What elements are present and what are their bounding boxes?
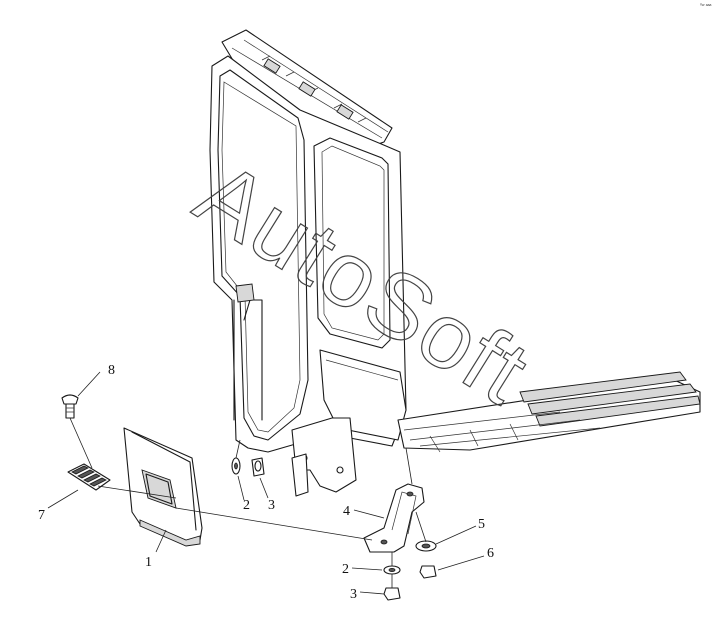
floor-rails xyxy=(397,371,701,453)
bracket-part xyxy=(363,483,425,553)
callout-label: 4 xyxy=(343,504,350,519)
callout-label: 6 xyxy=(487,546,494,561)
callout-label: 2 xyxy=(243,498,250,513)
callout-label: 3 xyxy=(268,498,275,513)
step-plate-part xyxy=(67,463,111,491)
callout-label: 5 xyxy=(478,517,485,532)
callout-label: 1 xyxy=(145,555,152,570)
callout-label: 8 xyxy=(108,363,115,378)
door-frame-assembly xyxy=(209,29,407,497)
bolt-part xyxy=(61,394,79,419)
step-box-part xyxy=(123,427,203,547)
callout-label: 2 xyxy=(342,562,349,577)
hardware-lower xyxy=(383,540,437,601)
corner-mark: ⁰ʷ ᵃᵃᵃ xyxy=(700,3,712,9)
callout-label: 7 xyxy=(38,508,45,523)
washer-nut-upper xyxy=(231,457,265,477)
assembly-lines xyxy=(47,371,485,595)
callout-label: 3 xyxy=(350,587,357,602)
